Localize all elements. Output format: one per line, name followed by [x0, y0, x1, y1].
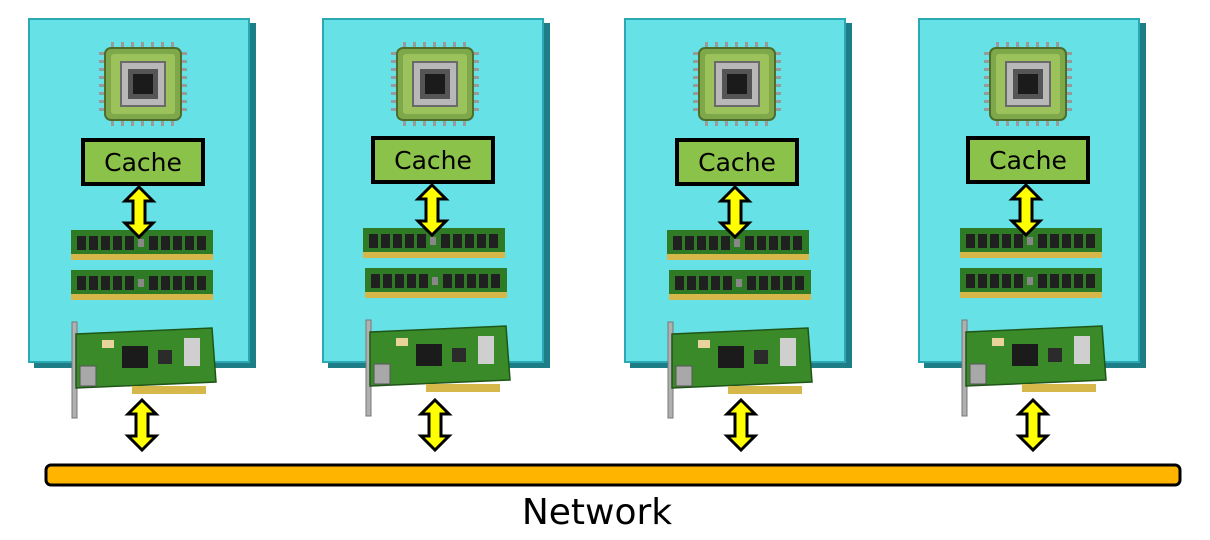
- cache-label: Cache: [104, 147, 182, 177]
- bidirectional-arrow-icon: [126, 398, 158, 452]
- memory-module-icon: [960, 228, 1102, 258]
- cache-box: Cache: [81, 138, 205, 186]
- cache-label: Cache: [698, 147, 776, 177]
- bidirectional-arrow-icon: [725, 398, 757, 452]
- cache-label: Cache: [989, 145, 1067, 175]
- memory-module-icon: [667, 230, 809, 260]
- cpu-chip-icon: [99, 42, 187, 126]
- cpu-chip-icon: [391, 42, 479, 126]
- bidirectional-arrow-icon: [1017, 398, 1049, 452]
- memory-module-icon: [365, 268, 507, 298]
- cpu-chip-icon: [984, 42, 1072, 126]
- memory-module-icon: [960, 268, 1102, 298]
- bidirectional-arrow-icon: [719, 185, 751, 239]
- memory-module-icon: [669, 270, 811, 300]
- cache-box: Cache: [371, 136, 495, 184]
- compute-node-2: Cache: [322, 18, 544, 363]
- network-label: Network: [521, 492, 673, 533]
- network-bus: [44, 463, 1182, 487]
- bidirectional-arrow-icon: [123, 185, 155, 239]
- memory-module-icon: [71, 270, 213, 300]
- compute-node-1: Cache: [28, 18, 250, 363]
- cache-label: Cache: [394, 145, 472, 175]
- bidirectional-arrow-icon: [419, 398, 451, 452]
- cpu-chip-icon: [693, 42, 781, 126]
- bidirectional-arrow-icon: [1010, 183, 1042, 237]
- bidirectional-arrow-icon: [416, 183, 448, 237]
- cache-box: Cache: [675, 138, 799, 186]
- cache-box: Cache: [966, 136, 1090, 184]
